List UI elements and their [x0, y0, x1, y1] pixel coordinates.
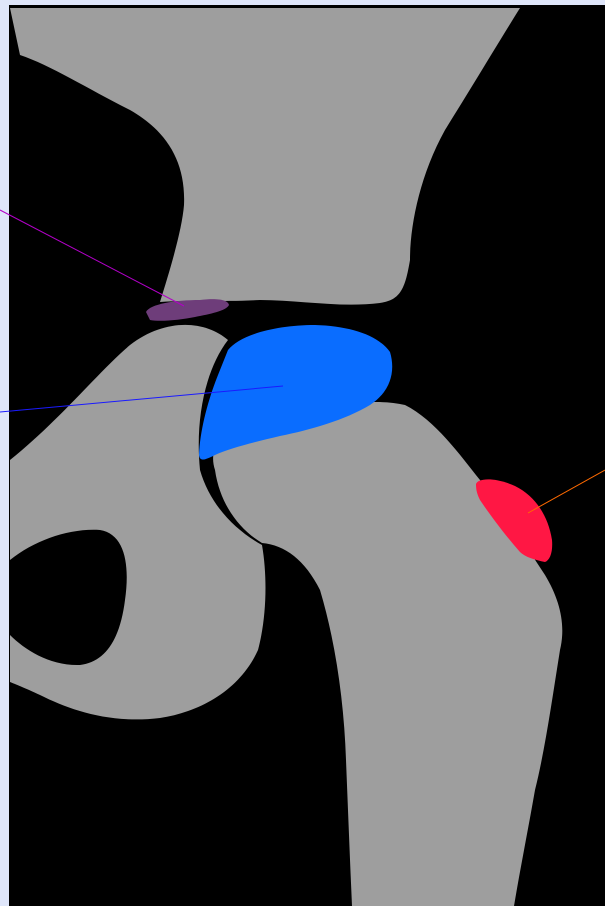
pelvis-opening: [10, 530, 127, 665]
